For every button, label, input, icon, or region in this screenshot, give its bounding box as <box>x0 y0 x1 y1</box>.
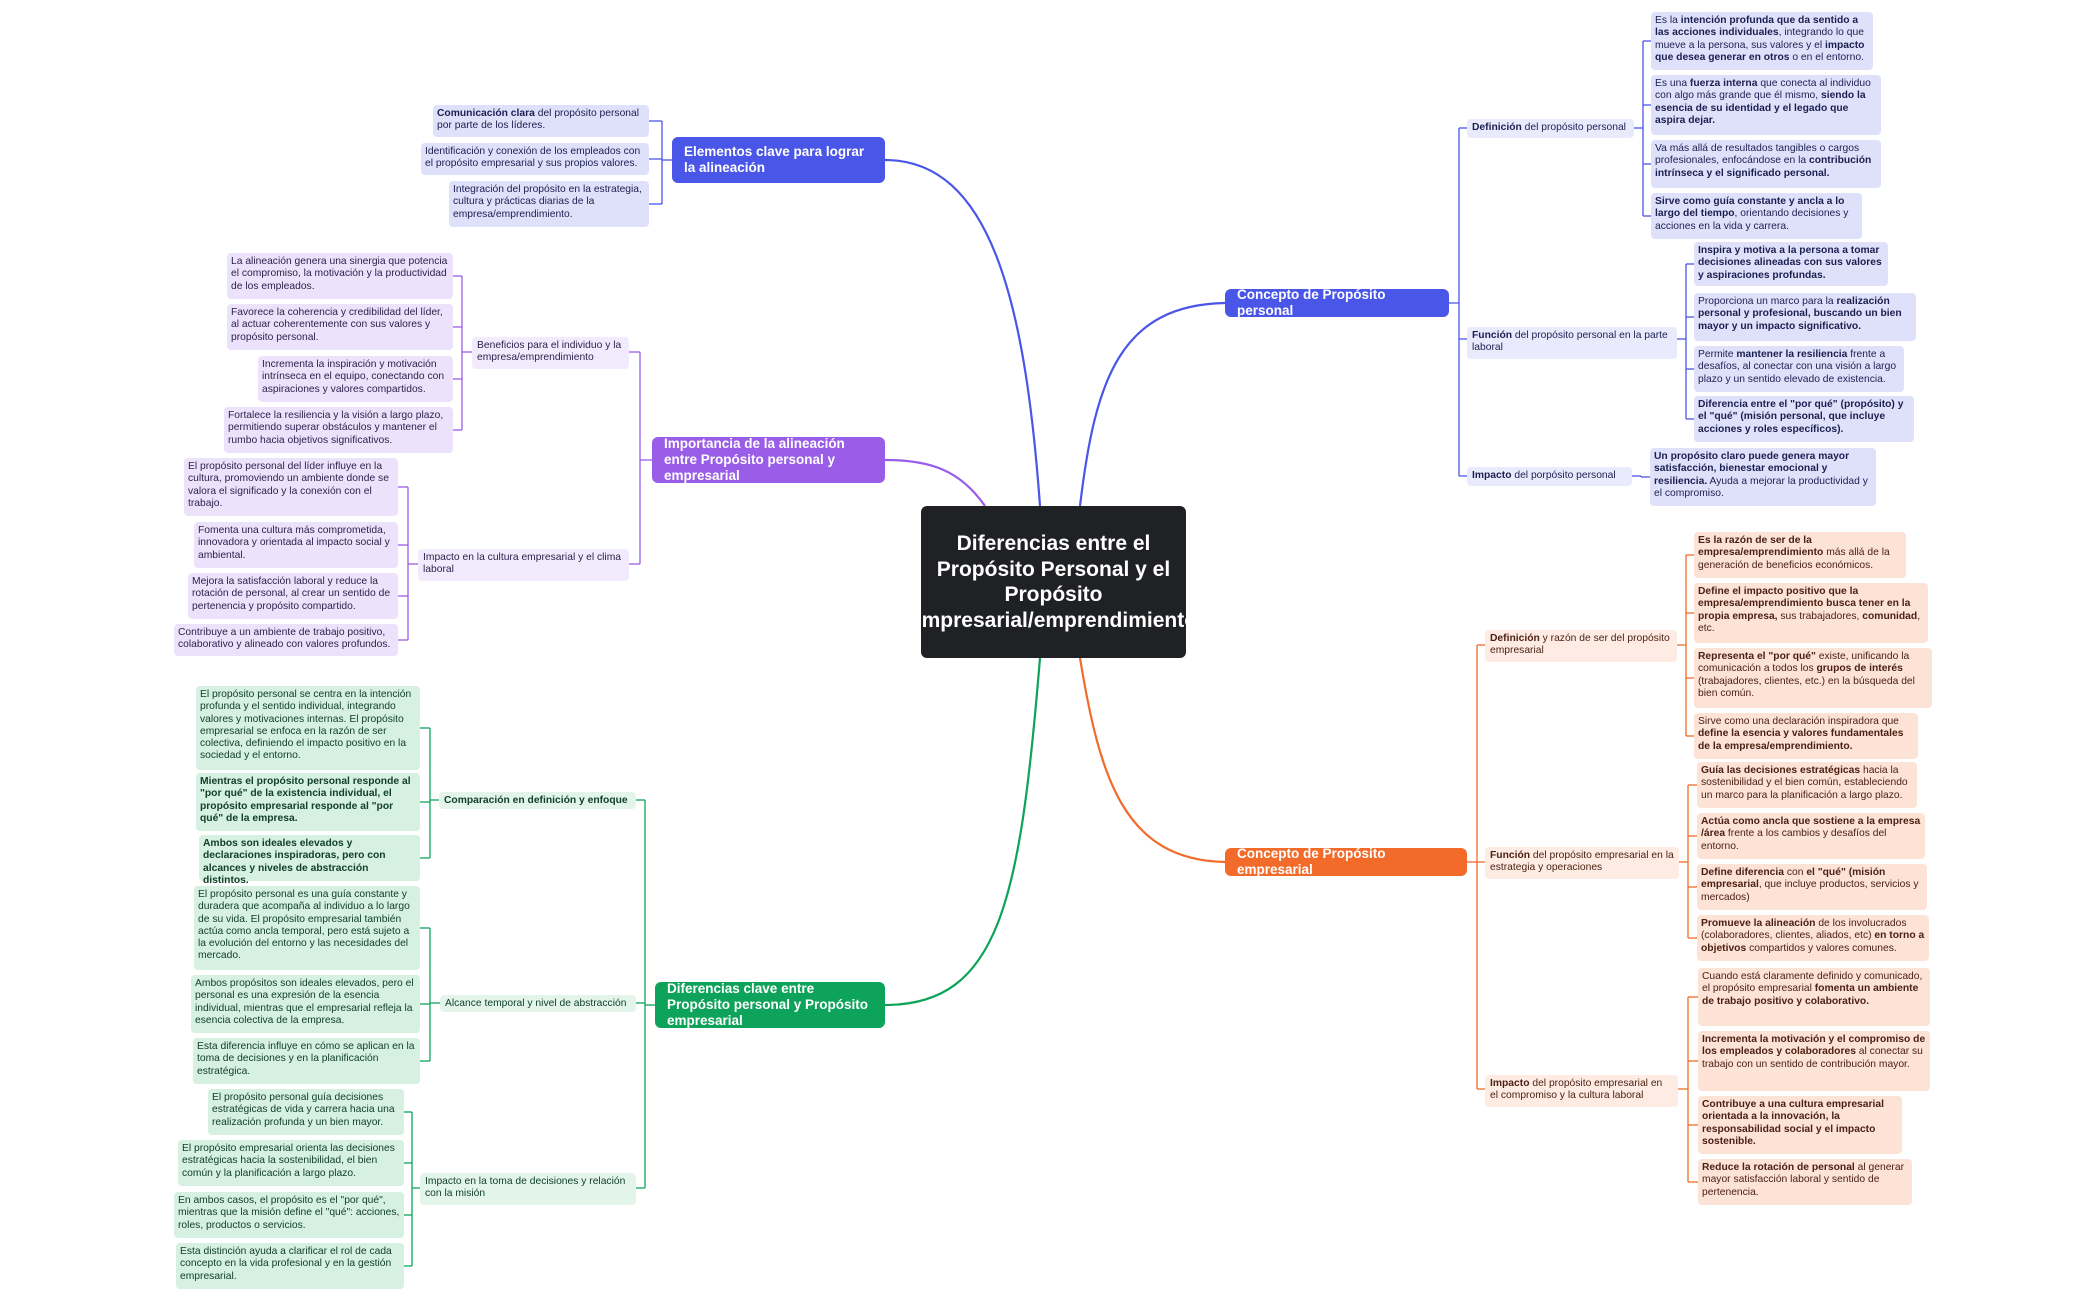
branch-elementos[interactable]: Elementos clave para lograr la alineació… <box>672 137 885 183</box>
personal-funcion-item[interactable]: Inspira y motiva a la persona a tomar de… <box>1694 242 1888 286</box>
connector <box>1078 657 1226 864</box>
importancia-beneficios[interactable]: Beneficios para el individuo y la empres… <box>472 337 629 369</box>
empresarial-impacto-item[interactable]: Reduce la rotación de personal al genera… <box>1698 1159 1912 1205</box>
personal-definicion-item[interactable]: Sirve como guía constante y ancla a lo l… <box>1651 193 1862 239</box>
empresarial-funcion-item[interactable]: Guía las decisiones estratégicas hacia l… <box>1697 762 1917 808</box>
central-topic[interactable]: Diferencias entre el Propósito Personal … <box>910 506 1197 658</box>
elementos-item[interactable]: Comunicación clara del propósito persona… <box>433 105 649 137</box>
branch-empresarial[interactable]: Concepto de Propósito empresarial <box>1225 846 1467 877</box>
empresarial-funcion[interactable]: Función del propósito empresarial en la … <box>1485 847 1679 879</box>
diferencias-alcance[interactable]: Alcance temporal y nivel de abstracción <box>440 995 636 1012</box>
personal-funcion-item[interactable]: Permite mantener la resiliencia frente a… <box>1694 346 1904 392</box>
comparacion-item[interactable]: Ambos son ideales elevados y declaracion… <box>199 835 420 886</box>
connector <box>884 158 1042 507</box>
empresarial-definicion-item[interactable]: Es la razón de ser de la empresa/emprend… <box>1694 532 1906 578</box>
personal-impacto[interactable]: Impacto del porpósito personal <box>1467 467 1632 486</box>
beneficios-item[interactable]: La alineación genera una sinergia que po… <box>227 253 453 299</box>
elementos-item[interactable]: Integración del propósito en la estrateg… <box>449 181 649 227</box>
personal-definicion-item[interactable]: Va más allá de resultados tangibles o ca… <box>1651 140 1881 188</box>
empresarial-impacto-item[interactable]: Incrementa la motivación y el compromiso… <box>1698 1031 1930 1091</box>
branch-diferencias[interactable]: Diferencias clave entre Propósito person… <box>655 981 885 1028</box>
personal-impacto-item[interactable]: Un propósito claro puede genera mayor sa… <box>1650 448 1876 506</box>
empresarial-impacto-item[interactable]: Cuando está claramente definido y comuni… <box>1698 968 1930 1026</box>
branch-importancia[interactable]: Importancia de la alineación entre Propó… <box>652 436 885 483</box>
beneficios-item[interactable]: Fortalece la resiliencia y la visión a l… <box>224 407 453 453</box>
personal-definicion-item[interactable]: Es la intención profunda que da sentido … <box>1651 12 1873 70</box>
personal-funcion-item[interactable]: Diferencia entre el "por qué" (propósito… <box>1694 396 1914 442</box>
decisiones-item[interactable]: El propósito empresarial orienta las dec… <box>178 1140 404 1186</box>
cultura-item[interactable]: Mejora la satisfacción laboral y reduce … <box>188 573 398 619</box>
decisiones-item[interactable]: En ambos casos, el propósito es el "por … <box>174 1192 404 1238</box>
empresarial-funcion-item[interactable]: Promueve la alineación de los involucrad… <box>1697 915 1929 961</box>
empresarial-funcion-item[interactable]: Define diferencia con el "qué" (misión e… <box>1697 864 1927 910</box>
empresarial-funcion-item[interactable]: Actúa como ancla que sostiene a la empre… <box>1697 813 1925 859</box>
personal-definicion-item[interactable]: Es una fuerza interna que conecta al ind… <box>1651 75 1881 135</box>
connector <box>884 458 986 507</box>
personal-funcion-item[interactable]: Proporciona un marco para la realización… <box>1694 293 1916 341</box>
beneficios-item[interactable]: Favorece la coherencia y credibilidad de… <box>227 304 453 350</box>
branch-personal[interactable]: Concepto de Propósito personal <box>1225 287 1449 318</box>
diferencias-decisiones[interactable]: Impacto en la toma de decisiones y relac… <box>420 1173 636 1205</box>
empresarial-impacto[interactable]: Impacto del propósito empresarial en el … <box>1485 1075 1678 1107</box>
empresarial-definicion-item[interactable]: Representa el "por qué" existe, unifican… <box>1694 648 1932 708</box>
empresarial-definicion-item[interactable]: Sirve como una declaración inspiradora q… <box>1694 713 1918 759</box>
decisiones-item[interactable]: Esta distinción ayuda a clarificar el ro… <box>176 1243 404 1289</box>
decisiones-item[interactable]: El propósito personal guía decisiones es… <box>208 1089 404 1135</box>
diferencias-comparacion[interactable]: Comparación en definición y enfoque <box>439 792 636 809</box>
elementos-item[interactable]: Identificación y conexión de los emplead… <box>421 143 649 175</box>
alcance-item[interactable]: Esta diferencia influye en cómo se aplic… <box>193 1038 420 1084</box>
alcance-item[interactable]: El propósito personal es una guía consta… <box>194 886 420 970</box>
connector <box>884 657 1042 1007</box>
comparacion-item[interactable]: Mientras el propósito personal responde … <box>196 773 420 831</box>
empresarial-definicion-item[interactable]: Define el impacto positivo que la empres… <box>1694 583 1928 643</box>
personal-definicion[interactable]: Definición del propósito personal <box>1467 119 1634 138</box>
connector <box>1078 301 1226 507</box>
importancia-cultura[interactable]: Impacto en la cultura empresarial y el c… <box>418 549 629 581</box>
alcance-item[interactable]: Ambos propósitos son ideales elevados, p… <box>191 975 420 1033</box>
personal-funcion[interactable]: Función del propósito personal en la par… <box>1467 327 1677 359</box>
empresarial-definicion[interactable]: Definición y razón de ser del propósito … <box>1485 630 1677 662</box>
cultura-item[interactable]: El propósito personal del líder influye … <box>184 458 398 516</box>
beneficios-item[interactable]: Incrementa la inspiración y motivación i… <box>258 356 453 402</box>
empresarial-impacto-item[interactable]: Contribuye a una cultura empresarial ori… <box>1698 1096 1902 1154</box>
cultura-item[interactable]: Fomenta una cultura más comprometida, in… <box>194 522 398 568</box>
cultura-item[interactable]: Contribuye a un ambiente de trabajo posi… <box>174 624 398 656</box>
comparacion-item[interactable]: El propósito personal se centra en la in… <box>196 686 420 770</box>
